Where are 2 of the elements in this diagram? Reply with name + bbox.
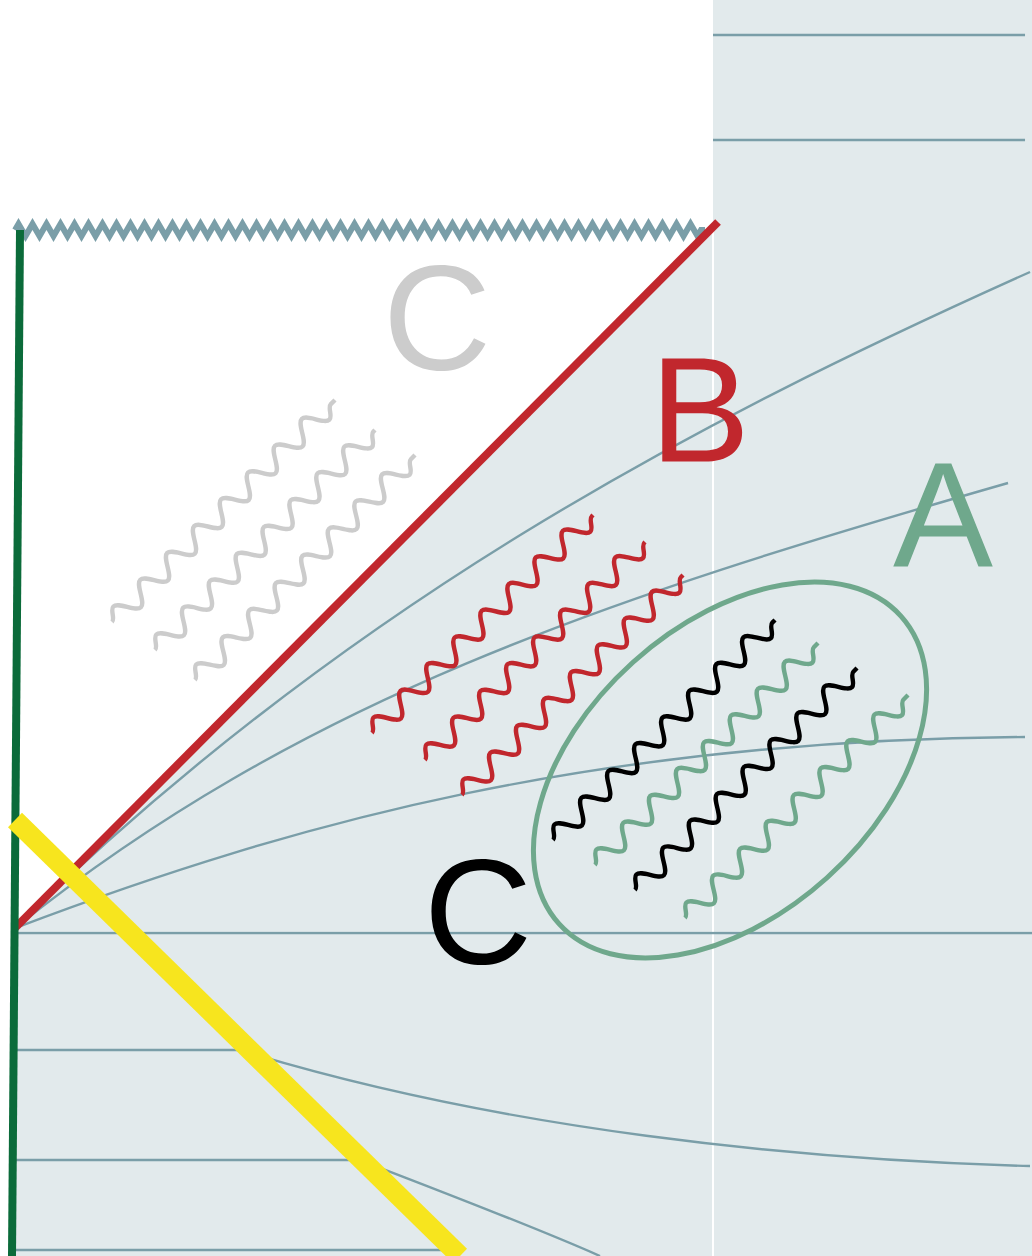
region-label: C: [431, 858, 527, 966]
region-label: B: [662, 358, 743, 462]
